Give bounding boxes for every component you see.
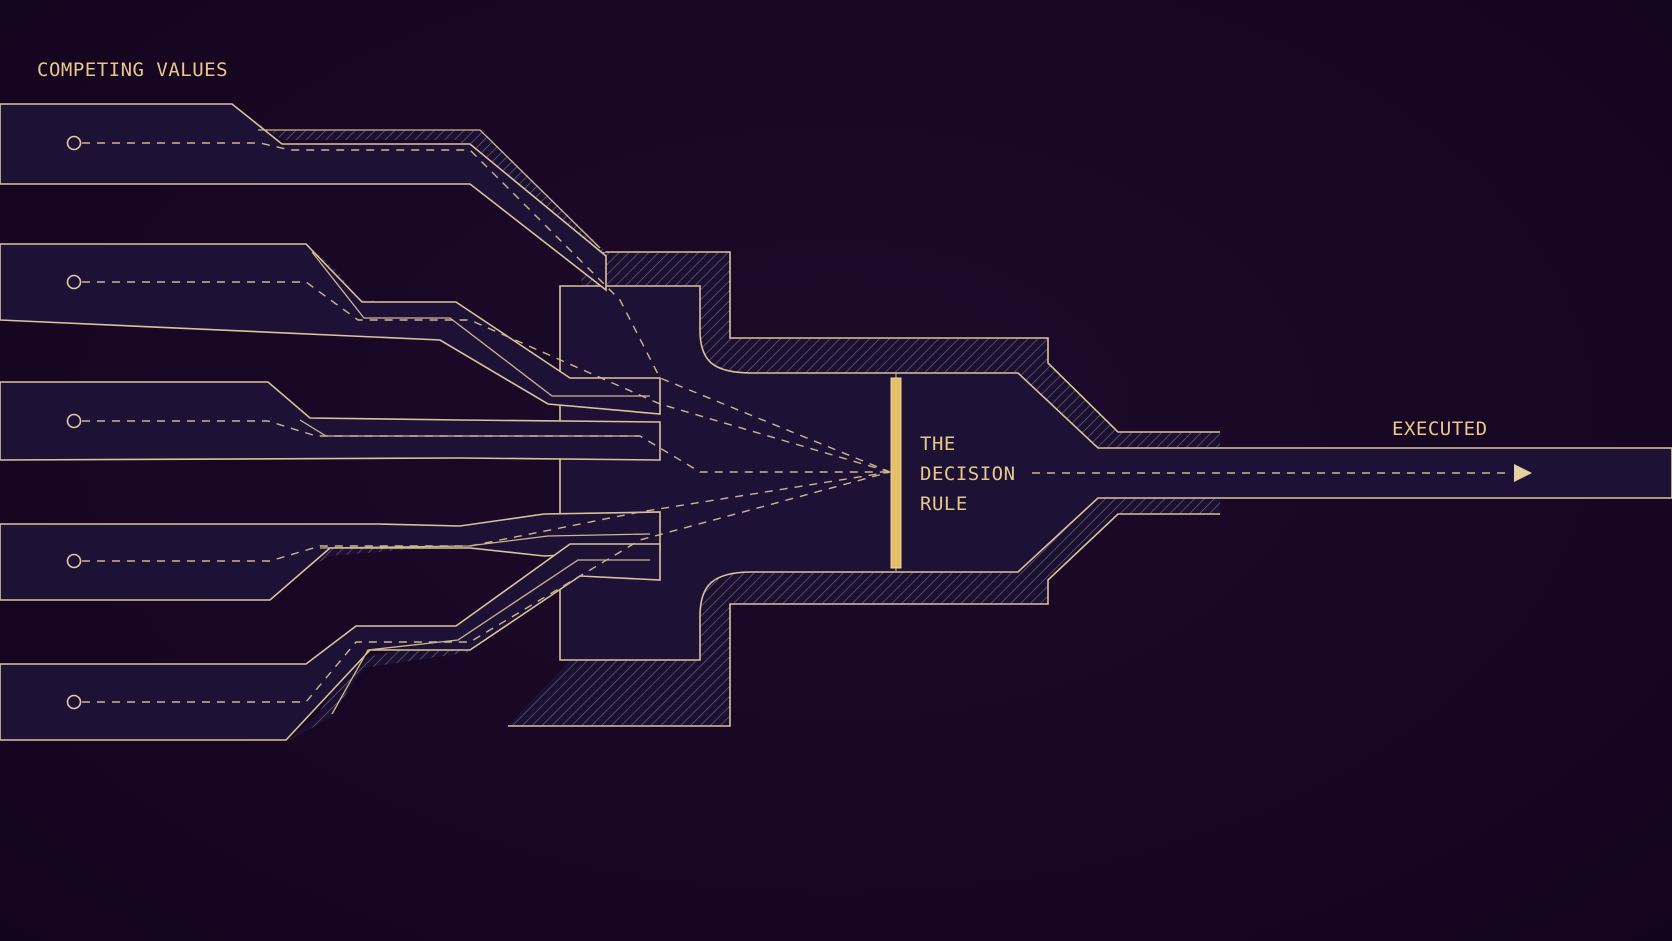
- funnel-upper-shell: [578, 251, 1220, 448]
- input-node-4: [66, 553, 82, 569]
- flow-line-4: [82, 471, 891, 562]
- decision-gate: [890, 373, 902, 572]
- rule-label-line-2: DECISION: [920, 463, 1016, 485]
- inputs-label: COMPETING VALUES: [37, 59, 228, 81]
- output-label: EXECUTED: [1392, 418, 1488, 440]
- funnel-lower-shell: [508, 498, 1220, 727]
- flow-line-3: [82, 420, 890, 473]
- input-node-1: [66, 135, 82, 151]
- input-nodes: [66, 135, 82, 710]
- output-arrow-icon: [1514, 464, 1532, 482]
- input-node-5: [66, 694, 82, 710]
- flow-line-2: [82, 281, 891, 473]
- output-flow: [1032, 464, 1532, 482]
- flow-line-5: [82, 471, 891, 703]
- decision-gate-bar: [890, 377, 902, 569]
- input-flows: [82, 142, 891, 703]
- input-pipe-1: [0, 103, 607, 292]
- rule-label-line-1: THE: [920, 433, 956, 455]
- input-node-2: [66, 274, 82, 290]
- input-pipe-5: [0, 543, 661, 741]
- input-node-3: [66, 413, 82, 429]
- rule-label-line-3: RULE: [920, 493, 968, 515]
- funnel-body: [559, 285, 1672, 661]
- input-pipe-2: [0, 243, 661, 415]
